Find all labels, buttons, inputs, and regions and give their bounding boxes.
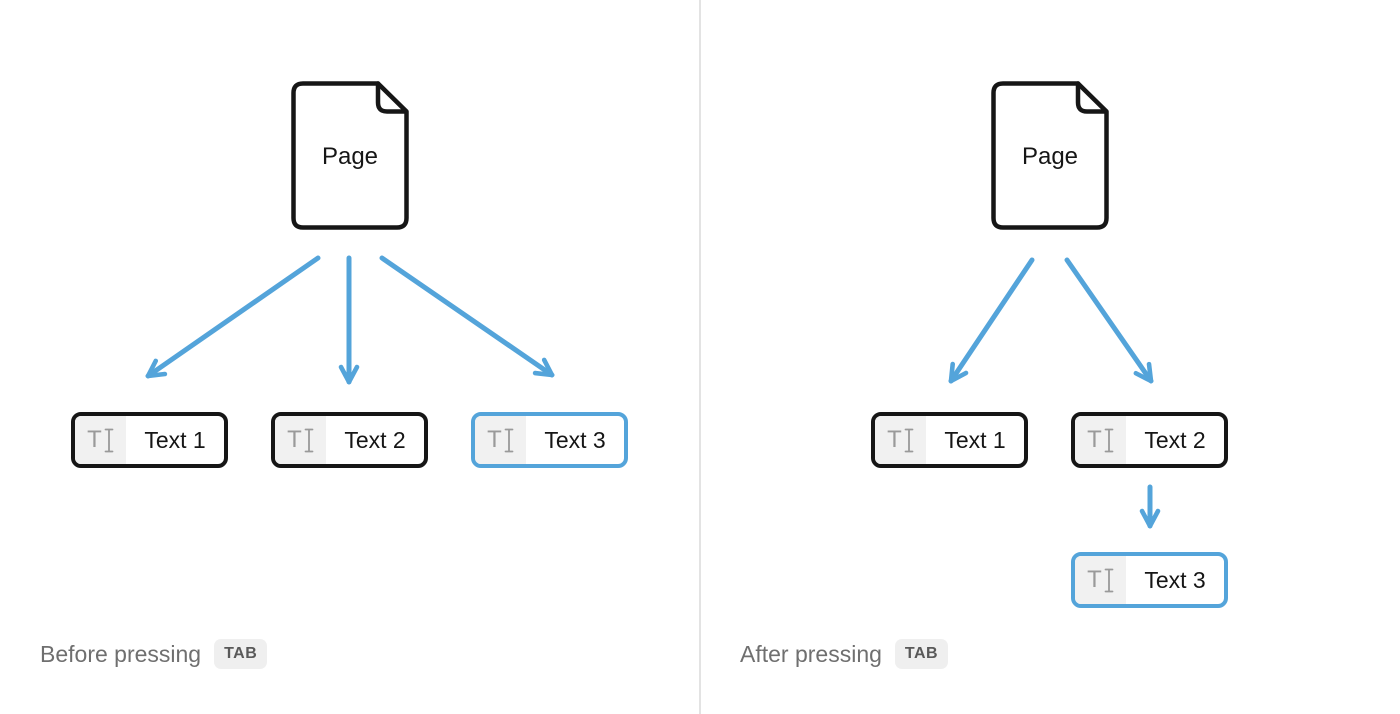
caption-text: After pressing <box>740 640 882 667</box>
letter-t-icon: T <box>887 426 902 453</box>
text-cursor-icon <box>504 428 514 452</box>
letter-t-icon: T <box>1087 426 1102 453</box>
letter-t-icon: T <box>87 426 102 453</box>
text-block-type-icon: T <box>875 416 926 464</box>
caption-before: Before pressing TAB <box>40 638 268 670</box>
text-block-type-icon: T <box>475 416 526 464</box>
text-block-after-2: T Text 2 <box>1071 412 1228 468</box>
letter-t-icon: T <box>487 426 502 453</box>
page-icon-after: Page <box>991 81 1109 230</box>
text-block-before-3-selected: T Text 3 <box>471 412 628 468</box>
text-cursor-icon <box>904 428 914 452</box>
letter-t-icon: T <box>1087 566 1102 593</box>
caption-after: After pressing TAB <box>740 638 949 670</box>
text-cursor-icon <box>104 428 114 452</box>
page-label: Page <box>322 143 378 170</box>
arrow-after-page-to-text2 <box>1064 257 1154 384</box>
text-block-label: Text 2 <box>344 426 406 453</box>
text-block-after-3-selected-indented: T Text 3 <box>1071 552 1228 608</box>
text-block-label: Text 2 <box>1144 426 1206 453</box>
page-label: Page <box>1022 143 1078 170</box>
text-cursor-icon <box>1104 428 1114 452</box>
text-cursor-icon <box>304 428 314 452</box>
text-block-type-icon: T <box>275 416 326 464</box>
text-block-before-1: T Text 1 <box>71 412 228 468</box>
text-block-label: Text 1 <box>944 426 1006 453</box>
tab-key-badge: TAB <box>214 639 268 669</box>
text-block-before-2: T Text 2 <box>271 412 428 468</box>
text-block-label: Text 3 <box>1144 566 1206 593</box>
text-block-type-icon: T <box>1075 416 1126 464</box>
page-icon-before: Page <box>291 81 409 230</box>
text-block-type-icon: T <box>75 416 126 464</box>
text-block-label: Text 3 <box>544 426 606 453</box>
arrow-before-page-to-text3 <box>379 255 555 378</box>
text-cursor-icon <box>1104 568 1114 592</box>
text-block-type-icon: T <box>1075 556 1126 604</box>
arrow-after-page-to-text1 <box>948 257 1035 384</box>
tab-key-badge: TAB <box>894 639 949 669</box>
panel-divider <box>699 0 701 714</box>
caption-text: Before pressing <box>40 640 202 667</box>
text-block-label: Text 1 <box>144 426 206 453</box>
arrow-before-page-to-text1 <box>145 255 321 379</box>
letter-t-icon: T <box>287 426 302 453</box>
text-block-after-1: T Text 1 <box>871 412 1028 468</box>
